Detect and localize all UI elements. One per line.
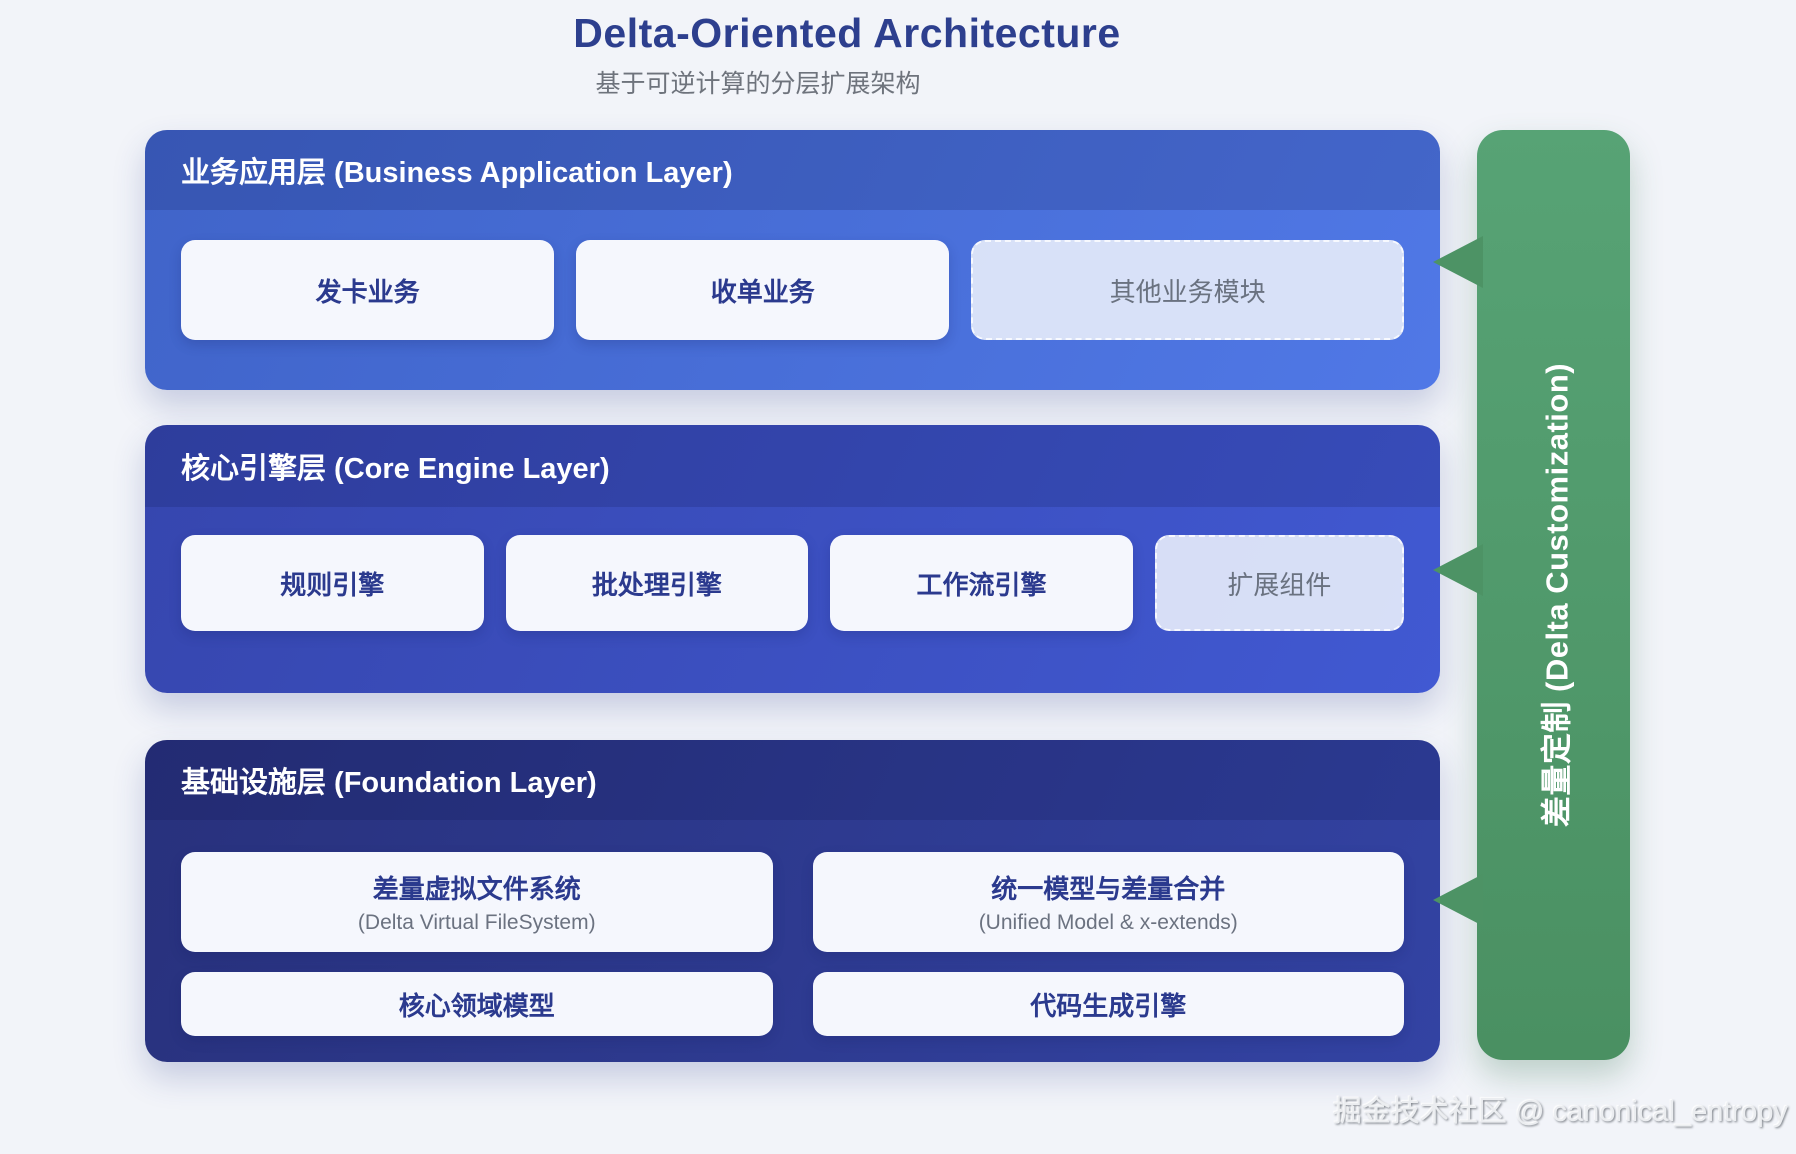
layer-core-engine-body: 规则引擎 批处理引擎 工作流引擎 扩展组件 <box>145 535 1440 631</box>
delta-customization-label: 差量定制 (Delta Customization) <box>1539 362 1574 828</box>
box-delta-virtual-filesystem-sublabel: (Delta Virtual FileSystem) <box>357 911 596 934</box>
box-delta-virtual-filesystem: 差量虚拟文件系统 (Delta Virtual FileSystem) <box>181 852 773 952</box>
layer-foundation: 基础设施层 (Foundation Layer) 差量虚拟文件系统 (Delta… <box>145 740 1440 1062</box>
delta-arrow-business-icon <box>1433 236 1483 288</box>
delta-customization-bar: 差量定制 (Delta Customization) <box>1433 130 1630 1060</box>
delta-arrow-foundation-icon <box>1433 874 1483 926</box>
page-subtitle: 基于可逆计算的分层扩展架构 <box>595 70 921 98</box>
page-title: Delta-Oriented Architecture <box>573 10 1121 56</box>
box-rule-engine: 规则引擎 <box>181 535 484 631</box>
box-delta-virtual-filesystem-label: 差量虚拟文件系统 <box>372 874 581 904</box>
box-batch-engine: 批处理引擎 <box>505 535 809 631</box>
layer-business-application-body: 发卡业务 收单业务 其他业务模块 <box>145 240 1440 340</box>
watermark-text: 掘金技术社区 @ canonical_entropy <box>1333 1096 1788 1128</box>
box-card-issuing: 发卡业务 <box>181 240 555 340</box>
box-unified-model-merge: 统一模型与差量合并 (Unified Model & x-extends) <box>812 852 1404 952</box>
layer-core-engine-header: 核心引擎层 (Core Engine Layer) <box>145 425 1440 507</box>
layer-business-application-header: 业务应用层 (Business Application Layer) <box>145 130 1440 210</box>
box-workflow-engine: 工作流引擎 <box>830 535 1133 631</box>
box-acquiring: 收单业务 <box>576 240 950 340</box>
box-other-business-modules: 其他业务模块 <box>971 240 1404 340</box>
box-extension-components: 扩展组件 <box>1154 535 1405 631</box>
box-unified-model-merge-label: 统一模型与差量合并 <box>991 874 1226 904</box>
layer-foundation-row-1: 差量虚拟文件系统 (Delta Virtual FileSystem) 统一模型… <box>145 852 1440 952</box>
layer-foundation-header: 基础设施层 (Foundation Layer) <box>145 740 1440 820</box>
box-codegen-engine: 代码生成引擎 <box>812 972 1404 1036</box>
layer-business-application: 业务应用层 (Business Application Layer) 发卡业务 … <box>145 130 1440 390</box>
box-core-domain-model: 核心领域模型 <box>181 972 773 1036</box>
layer-core-engine: 核心引擎层 (Core Engine Layer) 规则引擎 批处理引擎 工作流… <box>145 425 1440 693</box>
box-unified-model-merge-sublabel: (Unified Model & x-extends) <box>978 911 1238 934</box>
layer-foundation-row-2: 核心领域模型 代码生成引擎 <box>145 972 1440 1036</box>
delta-arrow-core-engine-icon <box>1433 544 1483 596</box>
